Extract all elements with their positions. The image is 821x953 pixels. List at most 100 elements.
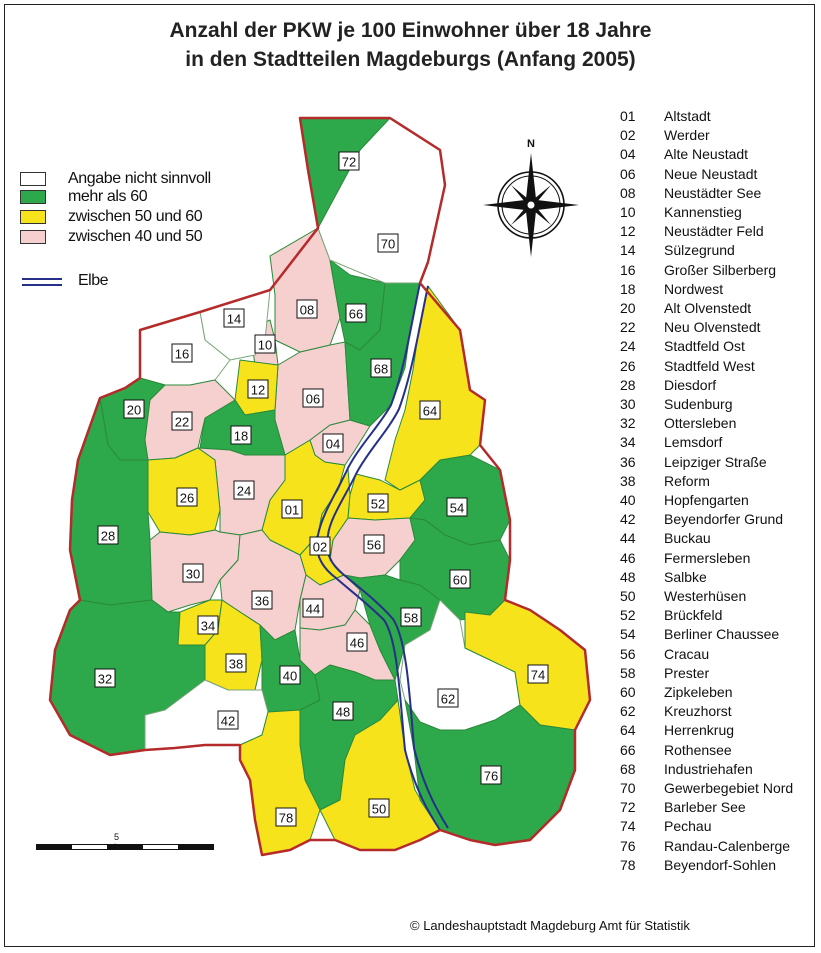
- district-tag-18: 18: [230, 425, 252, 445]
- district-list-code: 30: [620, 396, 636, 412]
- district-tag-code: 72: [342, 155, 356, 170]
- district-list-code: 62: [620, 703, 636, 720]
- district-tag-code: 12: [251, 383, 265, 398]
- district-tag-52: 52: [367, 493, 389, 513]
- district-tag-code: 10: [258, 338, 272, 353]
- district-tag-12: 12: [247, 379, 269, 399]
- district-tag-code: 16: [175, 347, 189, 362]
- district-tag-code: 58: [404, 611, 418, 626]
- district-list-name: Neustädter See: [664, 184, 762, 201]
- district-tag-code: 24: [237, 484, 251, 499]
- district-tag-code: 14: [227, 312, 241, 327]
- district-tag-box: [419, 400, 441, 420]
- district-list-code: 26: [620, 357, 636, 374]
- district-list-code: 64: [620, 722, 636, 739]
- district-tag-36: 36: [251, 590, 273, 610]
- compass-north-label: N: [527, 138, 535, 150]
- district-tag-08: 08: [296, 299, 318, 319]
- district-list-name: Stadtfeld Ost: [664, 338, 745, 355]
- district-list-code: 46: [620, 549, 636, 566]
- district-tag-48: 48: [332, 701, 354, 721]
- copyright-note: © Landeshauptstadt Magdeburg Amt für Sta…: [410, 918, 690, 933]
- district-tag-code: 60: [453, 573, 467, 588]
- district-list-name: Cracau: [664, 645, 710, 662]
- district-tag-72: 72: [338, 151, 360, 171]
- district-list-code: 34: [620, 434, 636, 451]
- district-list-name: Werder: [664, 127, 710, 144]
- district-list-code: 14: [620, 242, 636, 259]
- district-tag-box: [223, 308, 245, 328]
- district-tag-code: 02: [313, 540, 327, 555]
- district-tag-62: 62: [437, 688, 459, 708]
- district-tag-box: [182, 563, 204, 583]
- elbe-river: [315, 282, 449, 831]
- district-list-code: 04: [620, 146, 636, 163]
- district-tag-box: [281, 499, 303, 519]
- district-tag-box: [400, 607, 422, 627]
- district-tag-box: [346, 632, 368, 652]
- elbe-legend-line: [22, 278, 62, 280]
- district-tag-box: [302, 388, 324, 408]
- district-tag-box: [217, 710, 239, 730]
- district-list-code: 36: [620, 453, 636, 470]
- district-list-code: 22: [620, 319, 636, 336]
- elbe-bank-east: [326, 285, 449, 829]
- district-list-name: Diesdorf: [664, 376, 717, 393]
- district-tag-code: 50: [372, 802, 386, 817]
- district-list-name: Berliner Chaussee: [664, 626, 780, 643]
- district-list-name: Prester: [664, 664, 710, 681]
- elbe-legend-line: [22, 284, 62, 286]
- district-tag-box: [97, 525, 119, 545]
- district-tag-16: 16: [171, 343, 193, 363]
- district-tag-box: [363, 534, 385, 554]
- district-tag-64: 64: [419, 400, 441, 420]
- district-list-code: 12: [620, 223, 636, 240]
- district-tag-box: [251, 590, 273, 610]
- district-list-code: 18: [620, 280, 636, 297]
- district-list-name: Alt Olvenstedt: [664, 300, 752, 316]
- district-tag-code: 30: [186, 567, 200, 582]
- legend-swatch: [20, 210, 46, 224]
- district-tag-box: [171, 411, 193, 431]
- district-tag-44: 44: [302, 598, 324, 618]
- district-tag-code: 06: [306, 392, 320, 407]
- district-list-name: Nordwest: [664, 280, 724, 297]
- district-list-name: Fermersleben: [664, 549, 751, 566]
- district-tag-code: 48: [336, 705, 350, 720]
- district-tag-01: 01: [281, 499, 303, 519]
- district-list-name: Lemsdorf: [664, 434, 723, 451]
- district-list-name: Großer Silberberg: [664, 261, 777, 278]
- district-list-name: Gewerbegebiet Nord: [664, 780, 794, 796]
- district-tag-60: 60: [449, 569, 471, 589]
- district-list-code: 44: [620, 530, 636, 547]
- district-tag-24: 24: [233, 480, 255, 500]
- district-list-code: 08: [620, 184, 636, 201]
- district-tag-box: [368, 798, 390, 818]
- district-tag-box: [309, 536, 331, 556]
- district-tag-58: 58: [400, 607, 422, 627]
- district-tag-code: 42: [221, 714, 235, 729]
- elbe-legend-label: Elbe: [78, 272, 109, 289]
- district-tag-74: 74: [527, 664, 549, 684]
- district-tag-06: 06: [302, 388, 324, 408]
- city-boundary: [48, 116, 592, 857]
- district-list-code: 28: [620, 376, 636, 393]
- district-tag-22: 22: [171, 411, 193, 431]
- district-list-name: Neue Neustadt: [664, 165, 758, 182]
- district-list-name: Westerhüsen: [664, 588, 747, 604]
- district-tag-28: 28: [97, 525, 119, 545]
- elbe-bank-west: [315, 282, 441, 831]
- district-list-code: 66: [620, 741, 636, 758]
- district-tag-code: 18: [234, 429, 248, 444]
- district-tag-box: [437, 688, 459, 708]
- district-tag-box: [254, 334, 276, 354]
- district-tag-code: 56: [367, 538, 381, 553]
- district-tag-code: 74: [531, 668, 545, 683]
- district-tag-box: [367, 493, 389, 513]
- district-list-code: 24: [620, 338, 636, 355]
- district-tag-02: 02: [309, 536, 331, 556]
- district-tag-code: 20: [127, 403, 141, 418]
- district-tag-code: 78: [279, 811, 293, 826]
- district-list-name: Alte Neustadt: [664, 146, 749, 163]
- legend-label: mehr als 60: [68, 188, 148, 205]
